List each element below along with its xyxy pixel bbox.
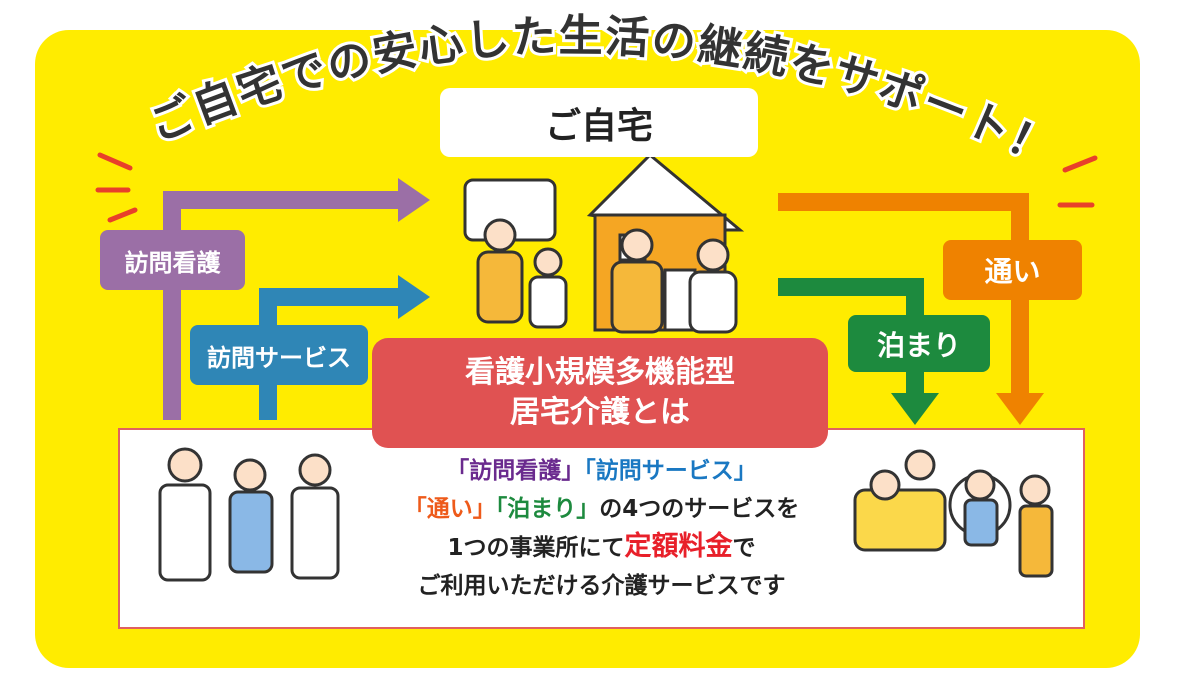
visiting-nursing-label: 訪問看護 [100,230,245,290]
description-line3a: 1つの事業所にて [447,535,625,561]
description-line3c: で [732,535,756,561]
description-text: 「訪問看護」「訪問サービス」 「通い」「泊まり」の4つのサービスを 1つの事業所… [370,452,833,605]
center-title-box: 看護小規模多機能型 居宅介護とは [372,338,828,448]
highlight-visiting-service: 「訪問サービス」 [584,458,757,484]
staff-illustration [158,447,1054,582]
visiting-nursing-arrow [163,191,400,420]
day-visit-label: 通い [943,240,1082,300]
overnight-label: 泊まり [848,315,990,372]
description-line2: の4つのサービスを [599,496,800,522]
home-label: ご自宅 [440,88,758,157]
description-box: 「訪問看護」「訪問サービス」 「通い」「泊まり」の4つのサービスを 1つの事業所… [118,428,1085,629]
visiting-service-label: 訪問サービス [190,325,368,385]
family-illustration [463,178,738,334]
highlight-day-visit: 「通い」 [403,496,496,522]
day-visit-arrow [778,193,1029,395]
description-line4: ご利用いただける介護サービスです [417,573,786,599]
highlight-visiting-nursing: 「訪問看護」 [446,458,585,484]
center-title-line1: 看護小規模多機能型 [465,355,735,390]
highlight-overnight: 「泊まり」 [495,496,600,522]
accent-strokes [95,152,1098,223]
highlight-flat-fee: 定額料金 [624,531,733,562]
center-title-line2: 居宅介護とは [510,395,690,430]
